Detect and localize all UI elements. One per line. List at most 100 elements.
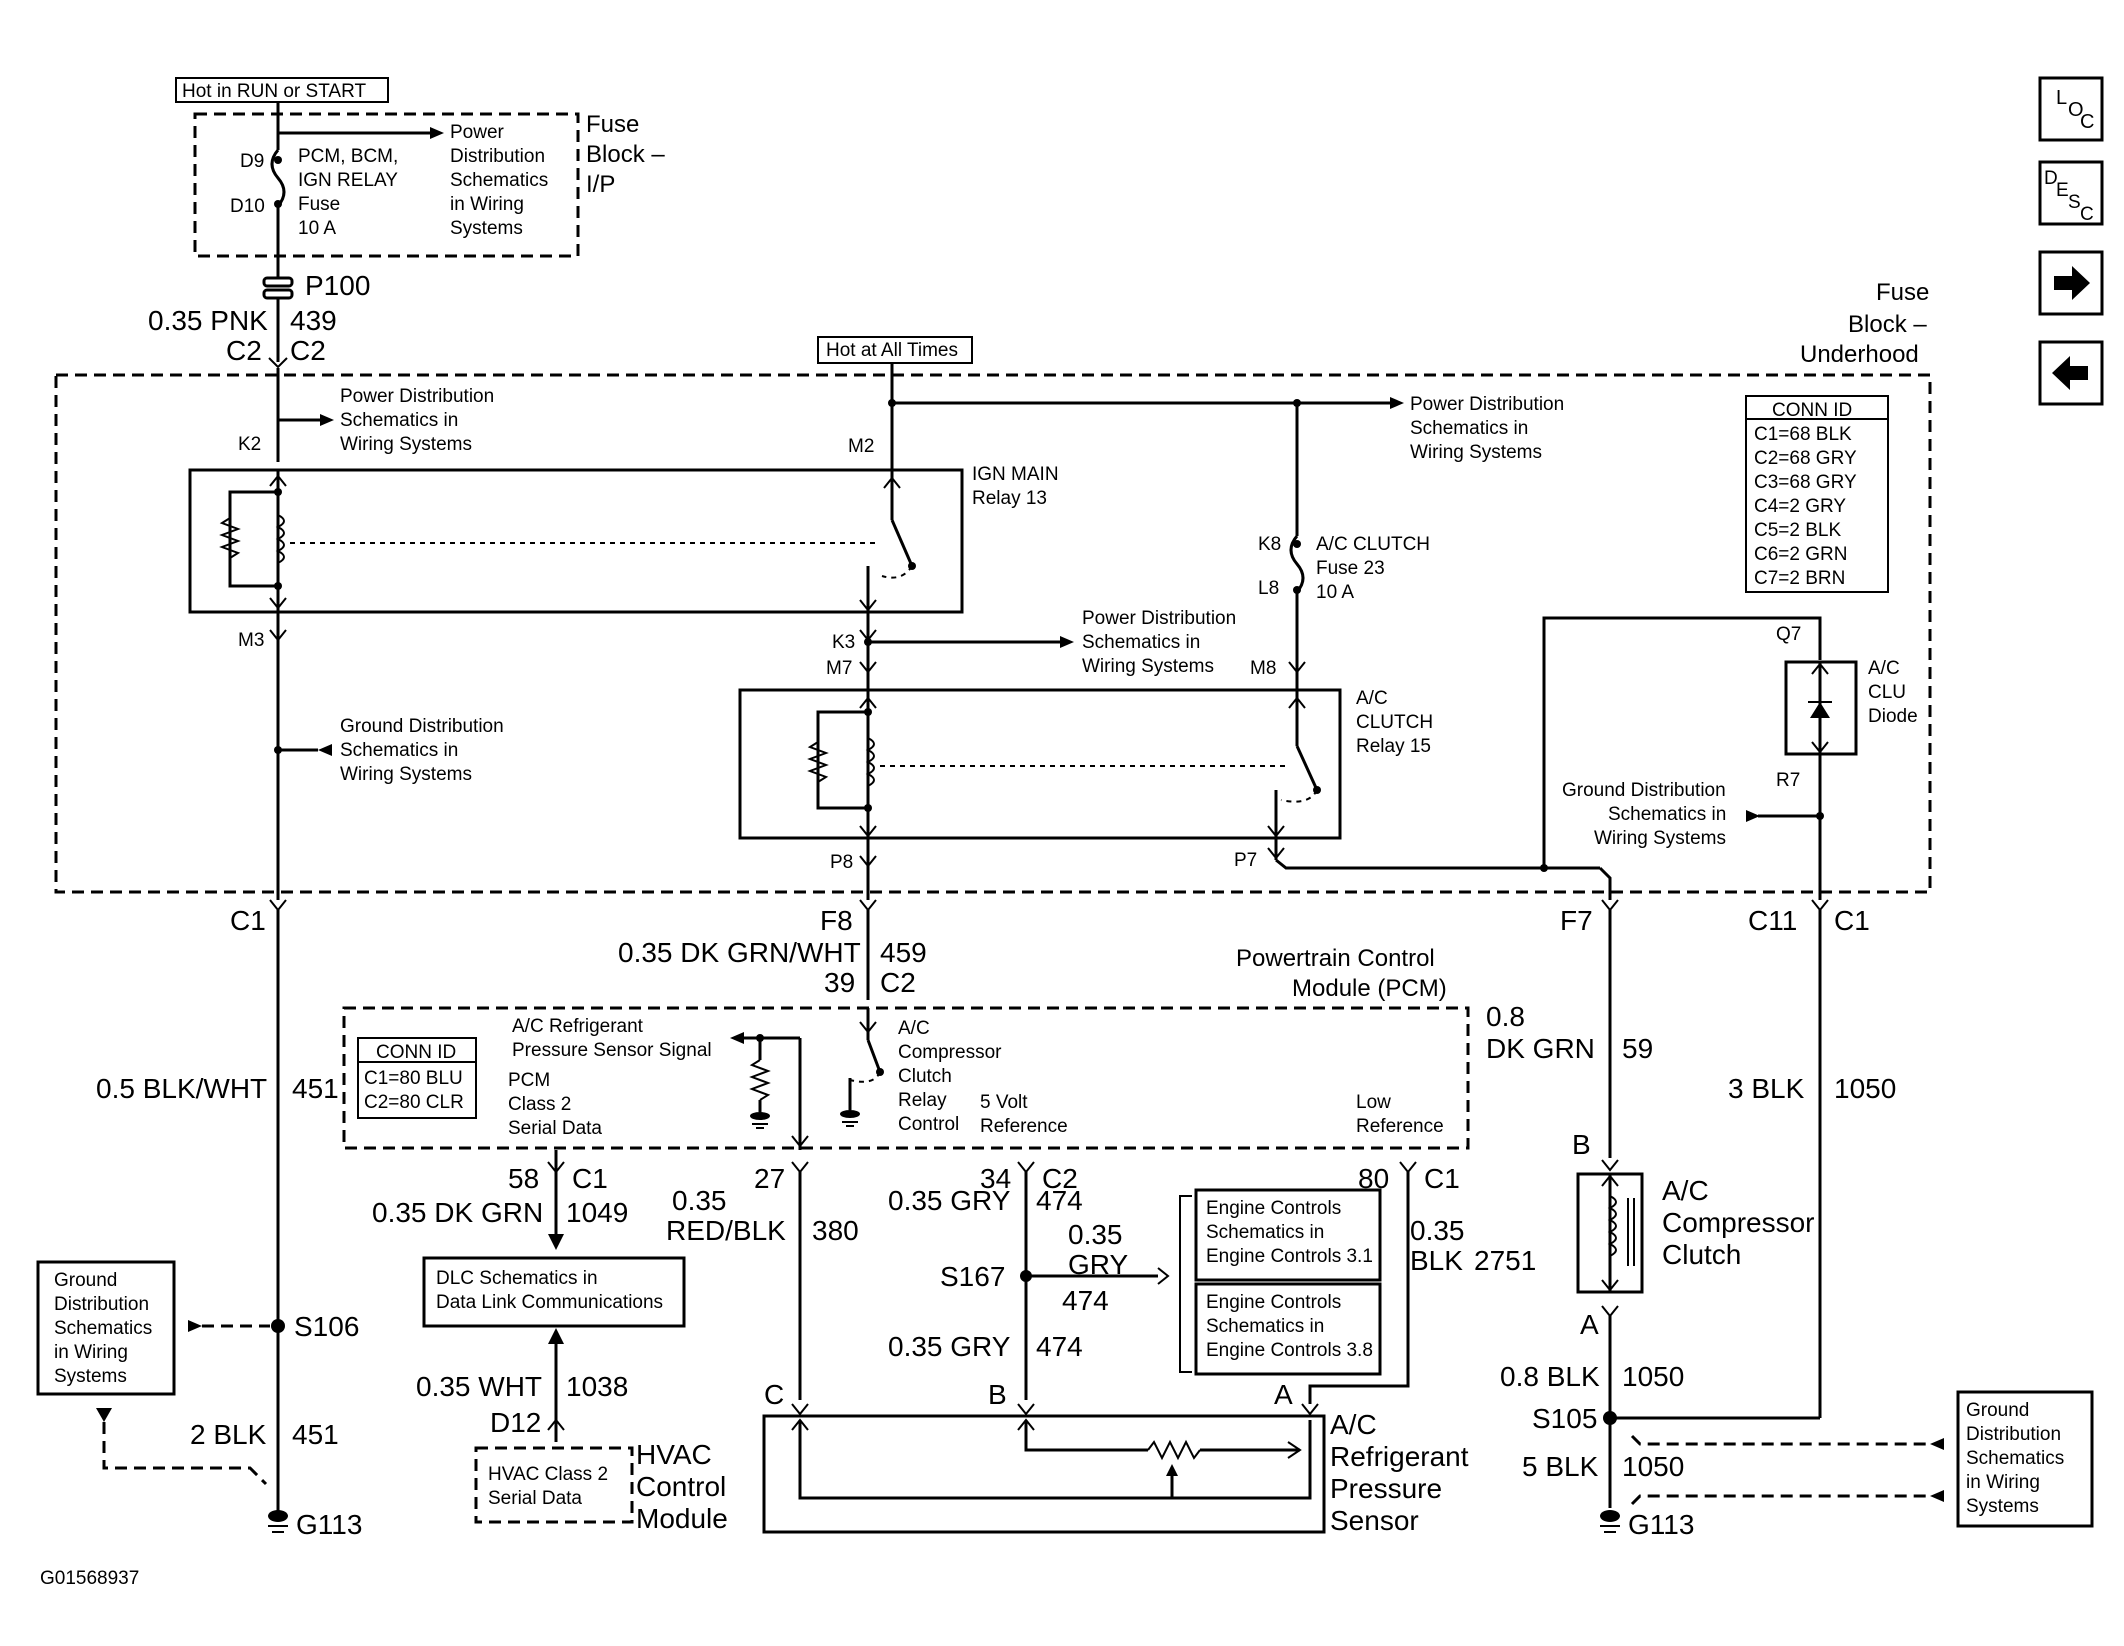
wire-1050-08-circuit: 1050	[1622, 1361, 1684, 1392]
wire-459-circuit: 459	[880, 937, 927, 968]
pcm-conn-id-row: C2=80 CLR	[364, 1092, 464, 1113]
dlc-ref-box	[422, 1256, 686, 1328]
ground-icon	[268, 1510, 288, 1522]
pcm-relay-control-label-4: Relay	[898, 1090, 947, 1111]
conn-id-title: CONN ID	[1772, 400, 1852, 421]
pin-k3: K3	[832, 632, 855, 653]
connector-chevron-icon	[1601, 1159, 1619, 1172]
arrow-right-icon	[1157, 1267, 1170, 1285]
engine-controls-3-1-label-2: Schematics in	[1206, 1222, 1324, 1243]
ground-dist-right-label: Ground	[1966, 1400, 2029, 1421]
pcm-conn-id-row: C1=80 BLU	[364, 1068, 463, 1089]
sensor-title-2: Refrigerant	[1330, 1441, 1469, 1472]
wire-451-2-circuit: 451	[292, 1419, 339, 1450]
terminal-dot	[864, 708, 872, 716]
engine-controls-3-1-label: Engine Controls	[1206, 1198, 1341, 1219]
pcm-low-ref-label: Low	[1356, 1092, 1391, 1113]
diode-icon	[1810, 702, 1830, 718]
ac-clu-diode-label: A/C	[1868, 658, 1900, 679]
connector-chevron-icon	[791, 1161, 809, 1174]
loc-letter: O	[2068, 99, 2084, 121]
engine-controls-3-1-box	[1194, 1188, 1382, 1282]
pcm-title-2: Module (PCM)	[1292, 975, 1447, 1002]
hot-in-run-label-box	[175, 77, 389, 103]
wire-459-color: 0.35 DK GRN/WHT	[618, 937, 861, 968]
wire-1038-circuit: 1038	[566, 1371, 628, 1402]
fuse-block-underhood-title-2: Block –	[1848, 311, 1927, 338]
clutch-title-2: Compressor	[1662, 1207, 1814, 1238]
arrow-icon	[1746, 810, 1760, 822]
wire-59-color: DK GRN	[1486, 1033, 1595, 1064]
ac-clutch-relay-label-2: CLUTCH	[1356, 712, 1433, 733]
ac-clu-diode-label-2: CLU	[1868, 682, 1906, 703]
wire-2751-size: 0.35	[1410, 1215, 1465, 1246]
pin-d10: D10	[230, 196, 265, 217]
relay-switch-blade	[1295, 745, 1319, 791]
engine-controls-3-8-label-2: Schematics in	[1206, 1316, 1324, 1337]
pin-m8: M8	[1250, 658, 1276, 679]
figure-id: G01568937	[40, 1568, 139, 1589]
wire-segment	[1598, 866, 1612, 900]
wire-1038-color: 0.35 WHT	[416, 1371, 542, 1402]
power-distribution-ref: Power Distribution	[1082, 608, 1236, 629]
connector-chevron-icon	[1288, 661, 1306, 674]
ground-icon	[840, 1110, 860, 1118]
conn-f8: F8	[820, 905, 853, 936]
pcm-low-ref-label-2: Reference	[1356, 1116, 1444, 1137]
back-button-frame[interactable]	[2038, 340, 2104, 406]
wire-439-circuit: 439	[290, 305, 337, 336]
back-button[interactable]	[2038, 340, 2104, 406]
pin-m3: M3	[238, 630, 264, 651]
desc-letter: C	[2080, 204, 2094, 225]
ground-ref-dash	[1630, 1434, 1930, 1446]
ground-distribution-ref-2: Schematics in	[1608, 804, 1726, 825]
sensor-title: A/C	[1330, 1409, 1377, 1440]
ign-main-relay-box	[188, 468, 964, 614]
conn-c1-left: C1	[230, 905, 266, 936]
splice-s106-label: S106	[294, 1311, 359, 1342]
wire-451-circuit: 451	[292, 1073, 339, 1104]
ground-distribution-ref: Ground Distribution	[340, 716, 504, 737]
arrow-up-icon	[1811, 662, 1829, 675]
arrow-up-icon	[883, 476, 901, 489]
sensor-pin-a: A	[1274, 1379, 1293, 1410]
next-button[interactable]	[2038, 250, 2104, 316]
pin-c2: C2	[1042, 1163, 1078, 1194]
sensor-box	[762, 1414, 1326, 1534]
potentiometer-icon	[1147, 1439, 1201, 1461]
conn-id-row: C1=68 BLK	[1754, 424, 1852, 445]
wire-474c-color: 0.35 GRY	[888, 1331, 1011, 1362]
desc-button[interactable]: D E S C	[2038, 160, 2104, 226]
wire-380-size: 0.35	[672, 1185, 727, 1216]
ac-clutch-relay-box	[738, 688, 1342, 840]
pin-m7: M7	[826, 658, 852, 679]
terminal-dot	[274, 200, 282, 208]
arrow-up-icon	[1601, 1174, 1619, 1187]
pcm-conn-c2: C2	[880, 967, 916, 998]
pcm-title: Powertrain Control	[1236, 945, 1435, 972]
arrow-down-icon	[548, 1234, 564, 1250]
hvac-title-3: Module	[636, 1503, 728, 1534]
loc-button[interactable]: L O C	[2038, 76, 2104, 142]
arrow-icon	[1930, 1490, 1944, 1502]
hot-at-all-times-label: Hot at All Times	[826, 340, 958, 361]
wire-2751	[1308, 1172, 1410, 1404]
pcm-class2-label: PCM	[508, 1070, 550, 1091]
desc-button-frame[interactable]	[2038, 160, 2104, 226]
pcm-sensor-signal-label-2: Pressure Sensor Signal	[512, 1040, 712, 1061]
pcm-relay-control-label: A/C	[898, 1018, 930, 1039]
clutch-title: A/C	[1662, 1175, 1709, 1206]
wire-474b-circuit: 474	[1062, 1285, 1109, 1316]
terminal-dot	[274, 156, 282, 164]
ground-dist-left-label: Ground	[54, 1270, 117, 1291]
hvac-class2-label: HVAC Class 2	[488, 1464, 608, 1485]
clutch-pin-a: A	[1580, 1309, 1599, 1340]
splice-dot	[888, 399, 896, 407]
loc-button-frame[interactable]	[2038, 76, 2104, 142]
engine-controls-3-1-label-3: Engine Controls 3.1	[1206, 1246, 1373, 1267]
connector-chevron-icon	[1267, 847, 1285, 860]
fuse-block-ip-title-2: Block –	[586, 141, 665, 168]
arrow-up-icon	[859, 696, 877, 709]
desc-letter: D	[2044, 168, 2058, 189]
